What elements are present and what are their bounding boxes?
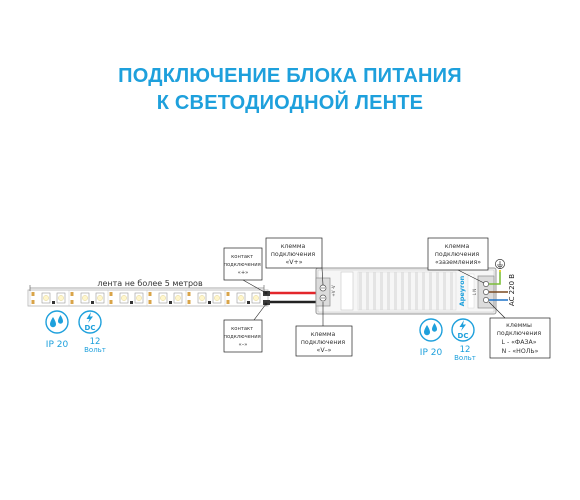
contact-plus-line-2: подключения <box>224 262 261 268</box>
led-chip-core <box>160 295 166 301</box>
strip-voltage-unit: Вольт <box>84 346 106 354</box>
led-chip-core <box>175 295 181 301</box>
power-supply: +V -V Apeyron L N <box>315 267 497 315</box>
psu-dc-badge: DC <box>451 318 475 342</box>
led-chip-core <box>121 295 127 301</box>
terminal-vminus-line-2: подключения <box>301 339 346 346</box>
svg-text:клемма подключения: клемма подключения «заземления» <box>435 243 481 266</box>
svg-text:клемма подключения: клемма подключения «V–» <box>301 331 347 354</box>
led-chip-core <box>82 295 88 301</box>
ground-symbol-icon <box>495 259 505 269</box>
dc-power-icon <box>459 320 466 331</box>
water-drops-icon <box>50 315 63 328</box>
strip-voltage-label: 12 <box>90 337 101 347</box>
terminal-vplus-line-1: клемма <box>281 243 306 250</box>
terminal-ac-line-2: подключения <box>497 330 542 337</box>
svg-text:клемма подключения: клемма подключения «V+» <box>271 243 317 266</box>
title-line-1: ПОДКЛЮЧЕНИЕ БЛОКА ПИТАНИЯ <box>118 65 462 87</box>
terminal-vminus-callout: клемма подключения «V–» <box>295 302 353 357</box>
psu-brand: Apeyron <box>458 275 466 306</box>
strip-resistor <box>247 301 250 304</box>
terminal-ac-line-1: клеммы <box>506 322 532 329</box>
svg-text:клеммы подключения: клеммы подключения L - «ФАЗА» N - «НОЛЬ» <box>497 322 543 355</box>
led-chip-core <box>97 295 103 301</box>
terminal-ground-line-1: клемма <box>445 243 470 250</box>
terminal-vminus-line-1: клемма <box>311 331 336 338</box>
strip-solder-pad <box>148 292 152 296</box>
contact-plus-line-1: контакт <box>231 254 253 260</box>
led-chip-core <box>214 295 220 301</box>
length-dimension: лента не более 5 метров <box>29 279 265 291</box>
page-title: ПОДКЛЮЧЕНИЕ БЛОКА ПИТАНИЯ К СВЕТОДИОДНОЙ… <box>0 63 580 117</box>
ac-wires <box>489 270 508 301</box>
svg-text:контакт подключения: контакт подключения «–» <box>224 326 263 348</box>
strip-solder-pad <box>187 292 191 296</box>
contact-minus-line-3: «–» <box>239 342 248 348</box>
strip-solder-pad <box>187 300 191 304</box>
psu-ip-label: IP 20 <box>420 348 443 358</box>
strip-water-badge <box>45 310 69 334</box>
strip-solder-pad <box>109 300 113 304</box>
psu-voltage-unit: Вольт <box>454 354 476 362</box>
terminal-ground-line-2: подключения <box>435 251 480 258</box>
strip-resistor <box>130 301 133 304</box>
strip-dc-text: DC <box>85 324 96 332</box>
contact-plus-callout: контакт подключения «+» <box>224 247 268 295</box>
svg-text:контакт подключения: контакт подключения «+» <box>224 254 263 276</box>
terminal-vminus-line-3: «V–» <box>317 347 332 354</box>
strip-resistor <box>169 301 172 304</box>
strip-solder-pad <box>70 300 74 304</box>
psu-output-label: +V -V <box>331 285 336 297</box>
led-chip-core <box>253 295 259 301</box>
wire-earth <box>489 270 501 285</box>
water-drops-icon <box>424 323 437 336</box>
terminal-ground-line-3: «заземления» <box>435 259 481 266</box>
psu-water-badge <box>419 318 443 342</box>
strip-resistor <box>52 301 55 304</box>
led-chip-core <box>43 295 49 301</box>
terminal-ground-callout: клемма подключения «заземления» <box>427 237 489 284</box>
title-line-2: К СВЕТОДИОДНОЙ ЛЕНТЕ <box>156 92 424 114</box>
strip-solder-pad <box>226 300 230 304</box>
strip-resistor <box>91 301 94 304</box>
terminal-vplus-callout: клемма подключения «V+» <box>265 237 324 286</box>
strip-solder-pad <box>148 300 152 304</box>
contact-plus-line-3: «+» <box>238 270 249 276</box>
strip-solder-pad <box>70 292 74 296</box>
dc-power-icon <box>86 312 93 323</box>
psu-input-label: L N <box>472 289 477 296</box>
strip-solder-pad <box>31 292 35 296</box>
strip-solder-pad <box>226 292 230 296</box>
led-chip-core <box>238 295 244 301</box>
terminal-ac-line-3: L - «ФАЗА» <box>502 339 537 346</box>
terminal-vplus-line-2: подключения <box>271 251 316 258</box>
ac-voltage-label: AC 220 В <box>508 274 516 306</box>
led-strip <box>27 289 270 307</box>
led-chip-core <box>136 295 142 301</box>
contact-minus-callout: контакт подключения «–» <box>224 302 268 353</box>
strip-solder-pad <box>109 292 113 296</box>
psu-voltage-label: 12 <box>460 345 471 355</box>
terminal-vplus-line-3: «V+» <box>286 259 303 266</box>
led-chip-core <box>58 295 64 301</box>
led-chip-core <box>199 295 205 301</box>
strip-ip-label: IP 20 <box>46 340 69 350</box>
terminal-ac-callout: клеммы подключения L - «ФАЗА» N - «НОЛЬ» <box>488 301 551 359</box>
strip-length-label: лента не более 5 метров <box>97 279 203 288</box>
terminal-ac-line-4: N - «НОЛЬ» <box>502 348 539 355</box>
contact-minus-line-1: контакт <box>231 326 253 332</box>
strip-resistor <box>208 301 211 304</box>
strip-dc-badge: DC <box>78 310 102 334</box>
psu-dc-text: DC <box>458 332 469 340</box>
contact-minus-line-2: подключения <box>224 334 261 340</box>
strip-solder-pad <box>31 300 35 304</box>
